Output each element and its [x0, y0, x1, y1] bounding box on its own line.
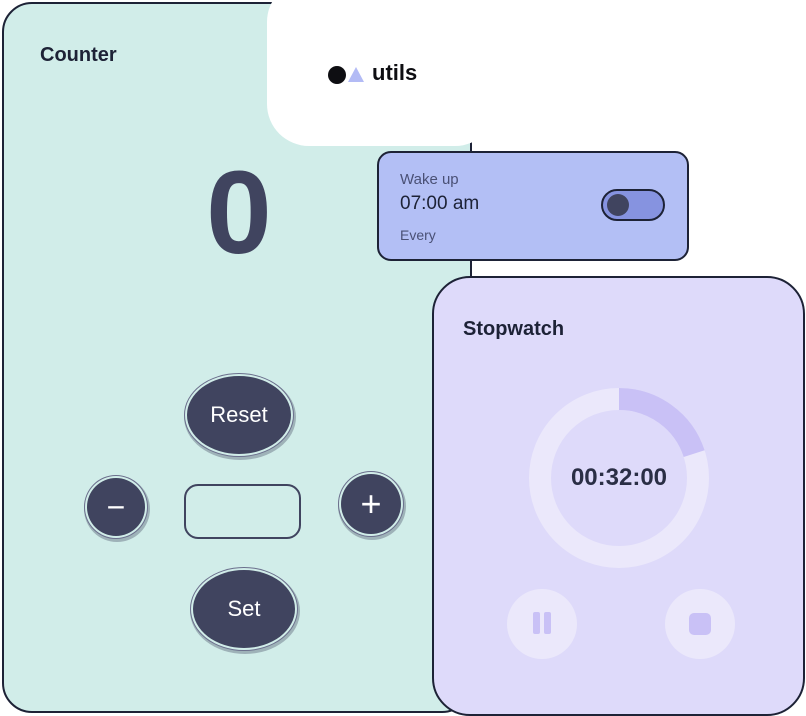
stopwatch-title: Stopwatch [463, 318, 565, 340]
stop-icon [689, 613, 711, 635]
decrement-button[interactable]: − [87, 478, 145, 536]
counter-input[interactable] [184, 484, 301, 539]
stopwatch-progress-ring [529, 388, 709, 568]
logo-triangle-icon [348, 67, 364, 82]
ring-progress [529, 388, 709, 568]
alarm-label: Wake up [400, 171, 459, 188]
counter-title: Counter [40, 44, 117, 66]
alarm-toggle[interactable] [601, 189, 665, 221]
alarm-repeat: Every [400, 227, 436, 243]
brand-card: utils [267, 0, 497, 146]
logo-dot-icon [328, 66, 346, 84]
increment-button[interactable]: + [341, 474, 401, 534]
alarm-card: Wake up 07:00 am Every [377, 151, 689, 261]
pause-button[interactable] [507, 589, 577, 659]
set-button[interactable]: Set [193, 570, 295, 648]
brand-name: utils [372, 60, 418, 85]
stopwatch-card: Stopwatch 00:32:00 [432, 276, 805, 716]
toggle-knob [607, 194, 629, 216]
alarm-time: 07:00 am [400, 193, 480, 214]
reset-button[interactable]: Reset [187, 376, 291, 454]
pause-icon [531, 611, 553, 637]
stopwatch-time: 00:32:00 [570, 464, 668, 491]
counter-value: 0 [206, 147, 272, 279]
stop-button[interactable] [665, 589, 735, 659]
